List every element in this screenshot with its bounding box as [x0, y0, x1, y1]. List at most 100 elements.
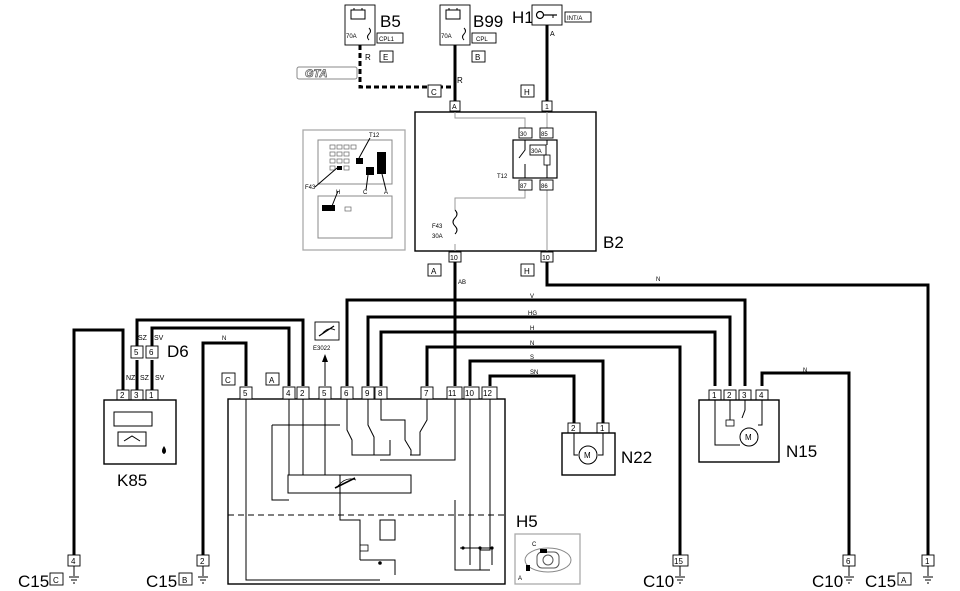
n15-pin-2: 2 [727, 391, 732, 400]
k85-wire-sz: SZ [140, 375, 150, 382]
n15-pin-4: 4 [759, 391, 764, 400]
svg-text:11: 11 [448, 389, 457, 398]
wire-n2-label: N [530, 341, 534, 347]
b5-tag: CPL1 [379, 37, 395, 43]
svg-text:12: 12 [483, 389, 492, 398]
fuse-f43: F43 30A [432, 209, 458, 240]
key-icon [535, 10, 557, 20]
svg-text:15: 15 [674, 557, 683, 566]
wire-v [345, 298, 747, 386]
b99-wire-label: R [457, 76, 463, 85]
wire-h-label: H [530, 326, 534, 332]
wire-n15-n [760, 371, 851, 558]
b2-pin-10-left: 10 [450, 255, 458, 262]
wire-n-label: N [656, 277, 660, 283]
svg-text:5: 5 [322, 389, 327, 398]
h5-locator-a: A [518, 576, 522, 582]
t12-fuse: 30A [531, 149, 542, 155]
motor-icon [578, 445, 598, 465]
k85-pin-3: 3 [134, 391, 139, 400]
wire-s [468, 359, 605, 423]
h5-locator: C A [514, 533, 581, 585]
k85-wire-nz: NZ [126, 375, 136, 382]
water-drop-icon [162, 446, 166, 454]
n15-pin-1: 1 [712, 391, 717, 400]
gta-text: GTA [305, 68, 327, 80]
component-b5: 70A B5 CPL1 E R [344, 4, 404, 63]
wire-hg-label: HG [528, 311, 537, 317]
ground-c15-a: 1 C15 A [865, 554, 935, 591]
d6-pin-5: 5 [134, 348, 139, 357]
wire-sn-label: SN [530, 370, 538, 376]
component-e3022: E3022 [313, 321, 340, 386]
f43-fuse: 30A [432, 234, 443, 240]
ground-c15-c: 4 C15 C [18, 554, 81, 591]
svg-text:4: 4 [286, 389, 291, 398]
svg-text:6: 6 [344, 389, 349, 398]
b2-label: B2 [603, 233, 624, 252]
b5-conn: E [383, 53, 388, 62]
d6-wire-sz: SZ [138, 335, 148, 342]
h5-conn-a: A [269, 376, 275, 385]
ground-c10-6: 6 C10 [812, 554, 856, 591]
wire-b5-feed [358, 45, 455, 89]
b5-wire-label: R [365, 53, 371, 62]
n22-label: N22 [621, 448, 652, 467]
svg-text:2: 2 [200, 557, 205, 566]
svg-text:A: A [901, 576, 907, 585]
relay-t12: 30 85 87 86 30A T12 [497, 127, 558, 191]
n15-label: N15 [786, 442, 817, 461]
component-b99: 70A B99 CPL B R [439, 4, 503, 85]
ground-icon [675, 576, 685, 584]
wire-sz [135, 318, 305, 386]
t12-pin-87: 87 [520, 184, 527, 190]
d6-pin-6: 6 [149, 348, 154, 357]
ground-c10-15-label: C10 [643, 572, 674, 591]
ground-c10-15: 15 C10 [643, 554, 689, 591]
wire-s-label: S [530, 355, 534, 361]
wire-sv [150, 326, 291, 386]
fuse-icon [462, 27, 466, 41]
b2-conn-bottom-left: A [431, 267, 437, 276]
wire-n-to-c10 [425, 345, 682, 558]
ground-c15-b-label: C15 [146, 572, 177, 591]
svg-text:9: 9 [365, 389, 370, 398]
wiper-motor-icon [334, 477, 357, 489]
ground-icon [923, 576, 933, 584]
h5-conn-c: C [225, 376, 231, 385]
t12-pin-86: 86 [541, 184, 548, 190]
motor-icon [739, 427, 759, 447]
ground-c10-6-label: C10 [812, 572, 843, 591]
component-d6: SZ SV 5 6 D6 NZ SZ SV [126, 335, 189, 382]
wire-hg [366, 315, 732, 386]
b5-label: B5 [380, 12, 401, 31]
locator-f43: F43 [305, 185, 316, 191]
svg-text:B: B [182, 576, 187, 585]
b2-conn-top-left: C [431, 88, 437, 97]
t12-label: T12 [497, 174, 508, 180]
n22-motor-label: M [584, 451, 591, 460]
h5-pins: 5 4 2 5 6 9 8 7 11 10 12 [239, 386, 498, 400]
ground-c15-c-label: C15 [18, 572, 49, 591]
component-k85: 2 3 1 K85 [103, 389, 177, 490]
b99-label: B99 [473, 12, 503, 31]
fusebox-locator: T12 F43 H C A [302, 129, 406, 251]
wire-v-label: V [530, 294, 534, 300]
svg-text:4: 4 [71, 557, 76, 566]
k85-pin-1: 1 [149, 391, 154, 400]
svg-text:8: 8 [378, 389, 383, 398]
locator-c: C [363, 190, 368, 196]
n15-pin-3: 3 [742, 391, 747, 400]
wire-c15b-label: N [222, 336, 226, 342]
h1-wire-label: A [550, 31, 555, 38]
wire-nz-to-c15c [72, 328, 125, 558]
ground-icon [844, 576, 854, 584]
locator-a: A [384, 190, 388, 196]
battery-icon [350, 9, 366, 20]
wire-n-to-c15b [201, 341, 248, 558]
b99-fuse-rating: 70A [441, 34, 452, 40]
t12-pin-85: 85 [541, 132, 548, 138]
locator-h: H [336, 190, 340, 196]
b99-conn: B [475, 53, 480, 62]
